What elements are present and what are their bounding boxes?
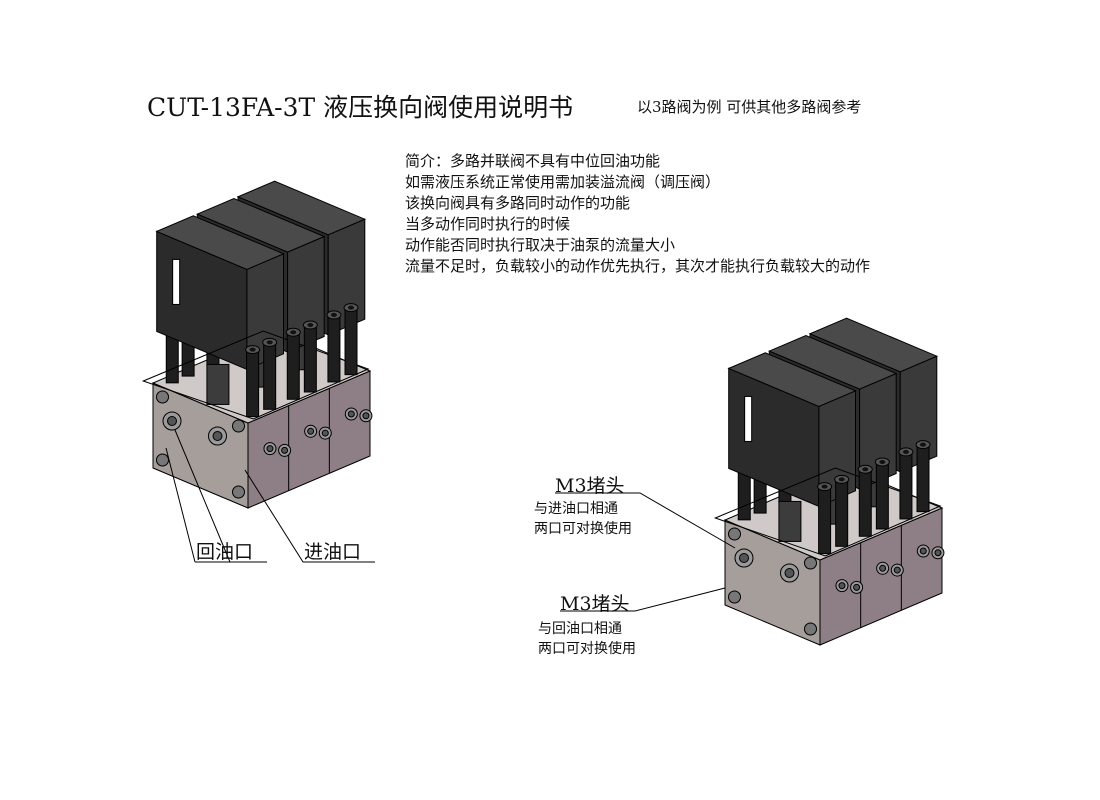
intro-line: 当多动作同时执行的时候 xyxy=(405,215,571,233)
port-fitting-center xyxy=(784,568,795,578)
bolt-shaft xyxy=(818,486,832,555)
solenoid-cap-top-face xyxy=(768,334,898,390)
intro-text: 简介：多路并联阀不具有中位回油功能 如需液压系统正常使用需加装溢流阀（调压阀） … xyxy=(405,151,870,277)
corner-screw-icon xyxy=(804,556,817,570)
plug-top-label: M3堵头 xyxy=(555,475,625,497)
bolt-shaft xyxy=(303,324,317,393)
port-fitting-center xyxy=(893,566,901,574)
port-fitting-center xyxy=(838,582,846,590)
bolt-shaft xyxy=(246,349,260,418)
bolt-shaft xyxy=(835,478,849,547)
corner-screw-icon xyxy=(804,622,817,636)
port-fitting-center xyxy=(167,416,177,426)
port-fitting-center xyxy=(919,547,927,555)
plug-bottom-leader xyxy=(560,587,726,612)
bolt-shaft xyxy=(916,444,930,513)
page-subtitle: 以3路阀为例 可供其他多路阀参考 xyxy=(637,98,862,116)
plug-bottom-note: 与回油口相通 两口可对换使用 xyxy=(538,619,636,659)
port-fitting-center xyxy=(212,431,223,441)
corner-screw-icon xyxy=(728,527,741,541)
bolt-socket xyxy=(330,312,337,317)
valve-stem xyxy=(206,363,230,405)
solenoid-cap-top-face xyxy=(727,352,857,407)
return-port-label: 回油口 xyxy=(196,541,254,563)
return-port-leader xyxy=(165,447,196,563)
plug-top-note-1: 与进油口相通 xyxy=(534,501,618,517)
port-fitting-center xyxy=(307,427,315,435)
intro-line: 该换向阀具有多路同时动作的功能 xyxy=(405,194,631,212)
mounting-plate xyxy=(713,467,942,557)
bolt-shaft xyxy=(899,451,913,520)
bolt-shaft xyxy=(263,341,277,410)
bolt-shaft xyxy=(858,468,872,537)
return-port-leader-2 xyxy=(174,429,231,563)
plug-top-note-2: 两口可对换使用 xyxy=(534,521,632,537)
bolt-shaft xyxy=(286,331,300,400)
corner-screw-icon xyxy=(232,485,245,499)
plug-bottom-note-2: 两口可对换使用 xyxy=(538,641,636,657)
bolt-shaft xyxy=(344,307,358,376)
port-fitting-center xyxy=(739,553,749,563)
port-fitting-center xyxy=(266,445,274,453)
intro-line: 流量不足时，负载较小的动作优先执行，其次才能执行负载较大的动作 xyxy=(405,257,871,275)
bolt-socket xyxy=(348,305,355,310)
plug-top-leader xyxy=(555,492,736,549)
bolt-socket xyxy=(879,459,886,464)
corner-screw-icon xyxy=(156,390,169,404)
bolt-shaft xyxy=(327,314,341,383)
left-valve-assembly xyxy=(141,180,373,509)
intro-line: 如需液压系统正常使用需加装溢流阀（调压阀） xyxy=(405,173,721,191)
corner-screw-icon xyxy=(232,419,245,433)
bolt-socket xyxy=(266,340,273,345)
intro-line: 简介：多路并联阀不具有中位回油功能 xyxy=(405,152,661,170)
bolt-socket xyxy=(838,477,845,482)
bolt-socket xyxy=(920,442,927,447)
bolt-shaft xyxy=(875,461,889,530)
solenoid-cap-top-face xyxy=(196,197,326,253)
plug-bottom-note-1: 与回油口相通 xyxy=(538,621,622,637)
inlet-port-leader xyxy=(244,469,375,563)
page-title: CUT-13FA-3T 液压换向阀使用说明书 xyxy=(147,93,574,122)
port-fitting-center xyxy=(281,446,289,454)
port-fitting-center xyxy=(321,429,329,437)
bolt-socket xyxy=(902,449,909,454)
solenoid-cap-top-face xyxy=(808,317,939,373)
inlet-port-label: 进油口 xyxy=(304,541,362,563)
bolt-socket xyxy=(307,322,314,327)
port-fitting-center xyxy=(879,564,887,572)
plug-bottom-label: M3堵头 xyxy=(560,593,630,615)
solenoid-cap-top-face xyxy=(236,180,367,236)
bolt-socket xyxy=(290,330,297,335)
port-fitting-center xyxy=(362,412,370,420)
bolt-socket xyxy=(821,484,828,489)
port-fitting-center xyxy=(853,583,861,591)
valve-stem xyxy=(778,500,802,542)
indicator-window xyxy=(744,395,753,442)
indicator-window xyxy=(172,258,181,305)
bolt-socket xyxy=(249,347,256,352)
mounting-plate xyxy=(141,330,370,420)
right-valve-assembly xyxy=(713,317,945,646)
port-fitting-center xyxy=(934,549,942,557)
corner-screw-icon xyxy=(156,453,169,467)
port-fitting-center xyxy=(347,410,355,418)
corner-screw-icon xyxy=(728,590,741,604)
plug-top-note: 与进油口相通 两口可对换使用 xyxy=(534,499,632,539)
solenoid-cap-top-face xyxy=(155,215,285,270)
bolt-socket xyxy=(862,467,869,472)
intro-line: 动作能否同时执行取决于油泵的流量大小 xyxy=(405,236,676,254)
